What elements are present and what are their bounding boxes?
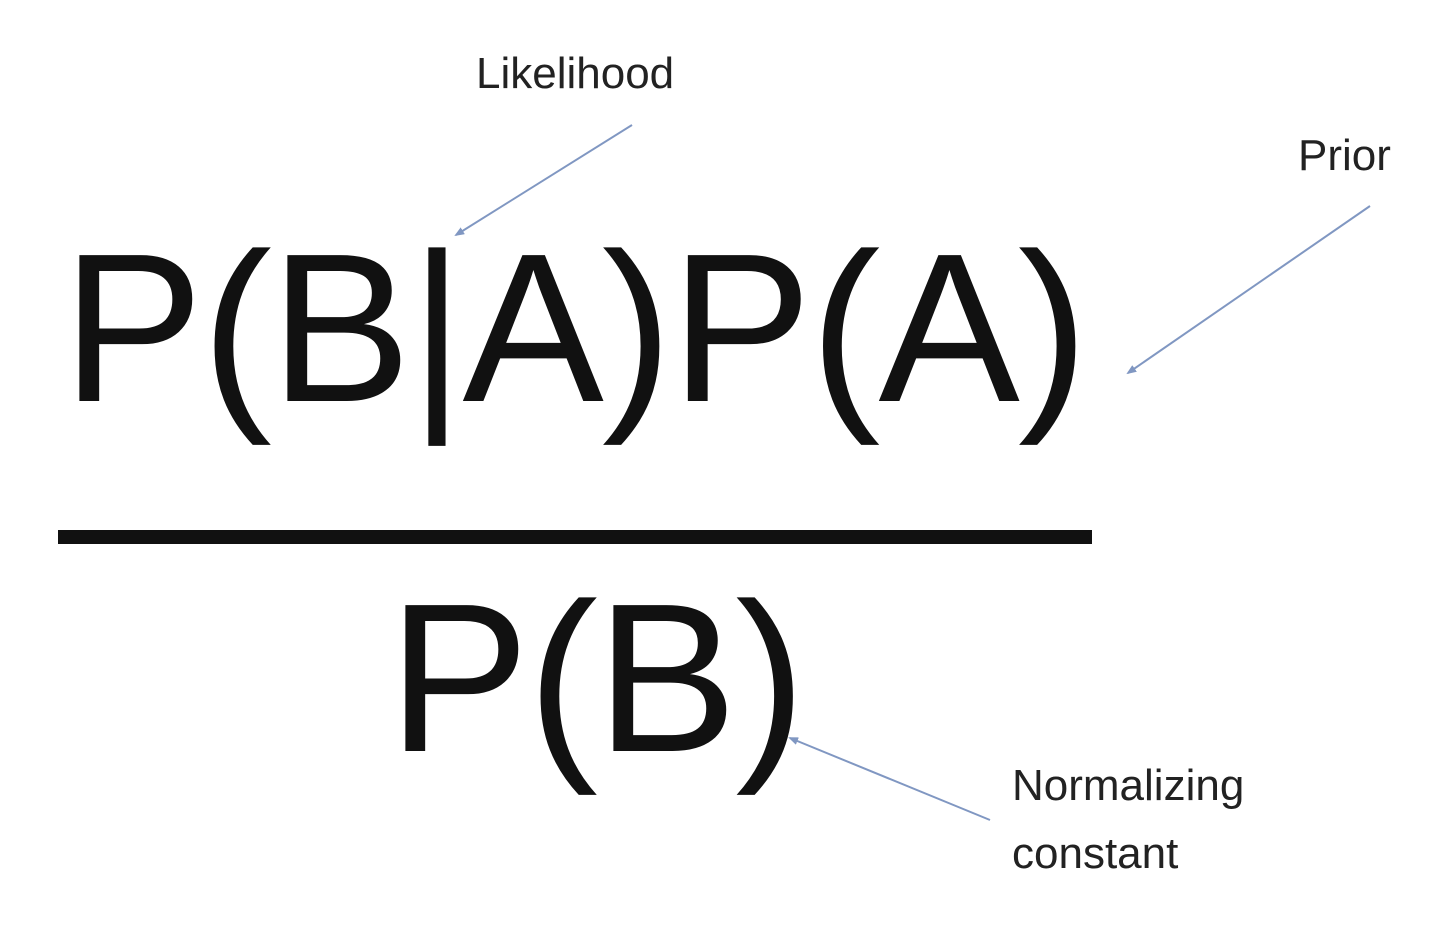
normalizing-label-line2: constant bbox=[1012, 829, 1179, 879]
fraction-bar bbox=[58, 530, 1092, 544]
prior-label: Prior bbox=[1298, 131, 1391, 180]
formula-numerator: P(B|A)P(A) bbox=[62, 209, 1088, 446]
likelihood-arrow bbox=[454, 124, 633, 237]
normalizing-arrow bbox=[788, 737, 991, 821]
likelihood-label: Likelihood bbox=[476, 49, 675, 98]
normalizing-constant-label: Normalizing constant bbox=[1012, 752, 1244, 888]
formula-denominator: P(B) bbox=[388, 559, 806, 796]
normalizing-label-line1: Normalizing bbox=[1012, 761, 1245, 810]
prior-arrow bbox=[1126, 205, 1371, 375]
